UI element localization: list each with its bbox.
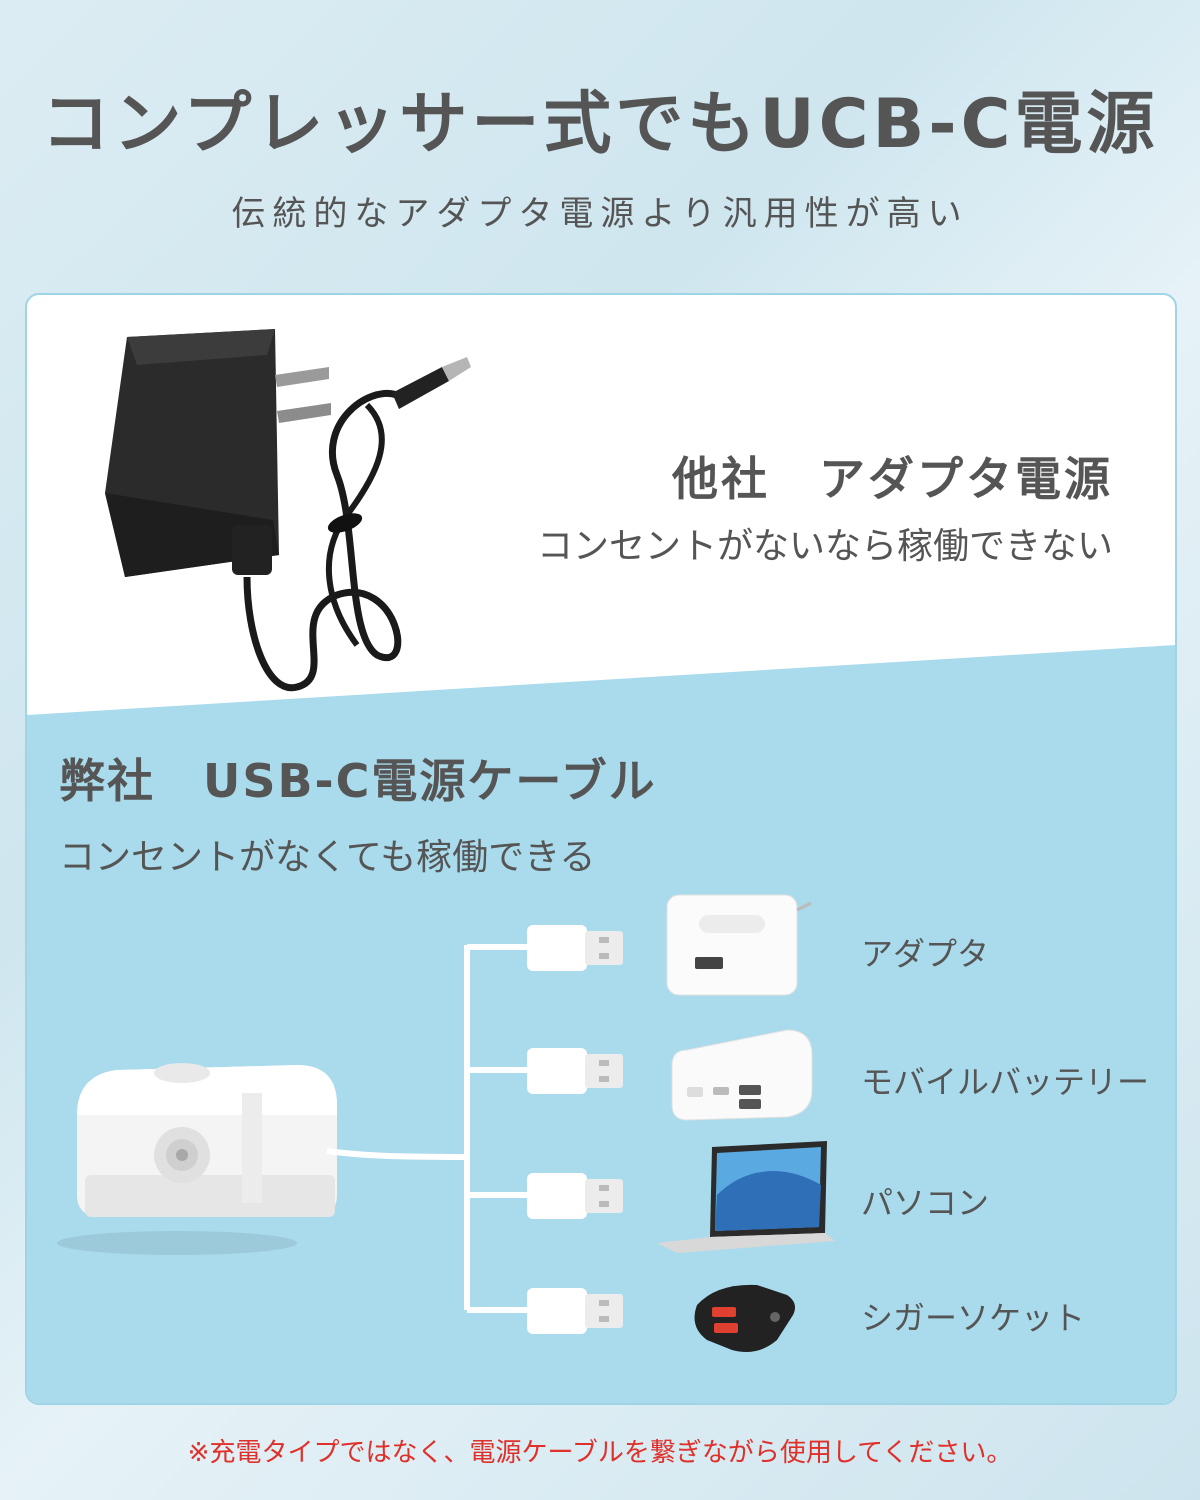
- usb-branch-1: [467, 925, 623, 971]
- laptop-icon: [657, 1141, 835, 1253]
- power-bank-icon: [671, 1029, 813, 1121]
- usb-adapter-icon: [666, 894, 812, 996]
- usb-connection-diagram: [57, 894, 835, 1353]
- device-label-car-socket: シガーソケット: [861, 1299, 1086, 1337]
- blue-section-background: [27, 645, 1175, 1403]
- ac-adapter-icon: [105, 329, 471, 692]
- device-label-adapter: アダプタ: [861, 935, 990, 973]
- device-label-pc: パソコン: [861, 1184, 990, 1222]
- our-cable-description: コンセントがなくても稼働できる: [59, 837, 596, 878]
- compressor-device-icon: [57, 1063, 337, 1255]
- footnote: ※充電タイプではなく、電源ケーブルを繋ぎながら使用してください。: [187, 1438, 1013, 1468]
- usb-branch-3: [467, 1173, 623, 1219]
- comparison-card: 他社 アダプタ電源 コンセントがないなら稼働できない 弊社 USB-C電源ケーブ…: [25, 293, 1177, 1405]
- usb-branch-2: [467, 1048, 623, 1094]
- other-adapter-description: コンセントがないなら稼働できない: [536, 526, 1113, 567]
- usb-branch-4: [467, 1288, 623, 1334]
- our-cable-title: 弊社 USB-C電源ケーブル: [59, 754, 657, 808]
- device-label-power-bank: モバイルバッテリー: [861, 1063, 1150, 1101]
- other-adapter-title: 他社 アダプタ電源: [672, 452, 1113, 506]
- page-title: コンプレッサー式でもUCB-C電源: [41, 85, 1159, 164]
- car-charger-icon: [694, 1284, 795, 1353]
- page-subtitle: 伝統的なアダプタ電源より汎用性が高い: [231, 194, 969, 234]
